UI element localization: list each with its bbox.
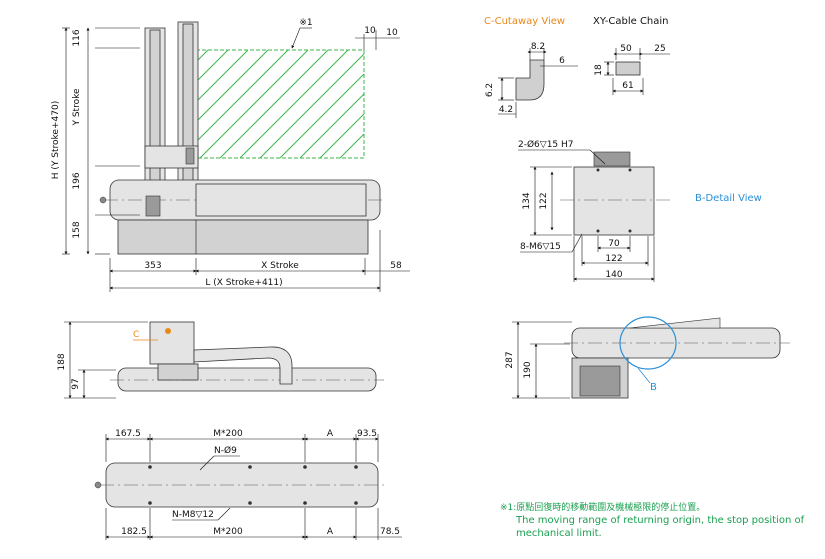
dim-287: 287 bbox=[505, 351, 515, 368]
dim-122-h: 122 bbox=[605, 254, 622, 264]
dim-196: 196 bbox=[72, 172, 82, 189]
dim-58: 58 bbox=[390, 261, 402, 271]
cutaway-profile bbox=[515, 59, 545, 101]
detail-marker: B bbox=[650, 382, 657, 393]
connector-icon bbox=[99, 196, 107, 204]
dim-134: 134 bbox=[522, 192, 532, 209]
detail-title: B-Detail View bbox=[695, 193, 762, 204]
dim-188: 188 bbox=[57, 353, 67, 370]
right-view: B 287 190 bbox=[505, 316, 790, 399]
footnote: ※1:原點回復時的移動範圍及機械極限的停止位置。 The moving rang… bbox=[500, 501, 805, 539]
dim-93-5: 93.5 bbox=[357, 429, 377, 439]
cutaway-point-icon bbox=[165, 328, 171, 334]
side-x-axis bbox=[117, 367, 377, 392]
dim-18: 18 bbox=[594, 64, 604, 76]
cable-chain-section bbox=[615, 61, 641, 76]
y-carriage bbox=[144, 145, 199, 169]
dim-a-top: A bbox=[327, 429, 334, 439]
x-axis-cover bbox=[195, 183, 367, 217]
dim-140: 140 bbox=[605, 270, 622, 280]
dim-78-5: 78.5 bbox=[380, 527, 400, 537]
cable-chain-title: XY-Cable Chain bbox=[593, 16, 669, 27]
dim-6: 6 bbox=[559, 56, 565, 66]
label-n-taps: N-M8▽12 bbox=[172, 510, 214, 520]
front-view: 116 Y Stroke 196 158 H (Y Stroke+470) 35… bbox=[51, 18, 410, 292]
bottom-view: 167.5 M*200 A 93.5 N-Ø9 N-M8▽12 182.5 M*… bbox=[94, 429, 402, 540]
cutaway-title: C-Cutaway View bbox=[484, 16, 565, 27]
cutaway-view: C-Cutaway View 8.2 6 6.2 4.2 bbox=[484, 16, 578, 118]
side-view: C 188 97 bbox=[57, 321, 384, 399]
label-holes-h7: 2-Ø6▽15 H7 bbox=[518, 139, 574, 150]
dim-182-5: 182.5 bbox=[121, 527, 147, 537]
dim-4-2: 4.2 bbox=[499, 105, 513, 115]
cutaway-marker: C bbox=[133, 330, 139, 340]
dim-x-stroke: X Stroke bbox=[261, 261, 299, 271]
side-y-head bbox=[149, 321, 195, 365]
detail-plate bbox=[573, 166, 655, 236]
side-cable-chain bbox=[193, 346, 293, 385]
right-motor bbox=[579, 365, 621, 397]
label-taps-m6: 8-M6▽15 bbox=[520, 242, 561, 252]
dim-167-5: 167.5 bbox=[115, 429, 141, 439]
footnote-line-2: The moving range of returning origin, th… bbox=[515, 515, 805, 526]
dim-10-a: 10 bbox=[364, 26, 376, 36]
dim-122-v: 122 bbox=[539, 192, 549, 209]
x-carriage bbox=[145, 195, 161, 217]
hatch-lines bbox=[195, 49, 365, 159]
label-n-holes: N-Ø9 bbox=[214, 445, 237, 456]
dim-l-total: L (X Stroke+411) bbox=[205, 278, 282, 288]
y-carriage-block bbox=[185, 147, 195, 165]
note-marker: ※1 bbox=[299, 18, 312, 28]
stroke-range-region bbox=[195, 49, 365, 159]
footnote-line-1: ※1:原點回復時的移動範圍及機械極限的停止位置。 bbox=[500, 501, 705, 513]
dim-6-2: 6.2 bbox=[485, 83, 495, 97]
dim-70: 70 bbox=[608, 239, 620, 249]
detail-view: 2-Ø6▽15 H7 8-M6▽15 134 122 70 122 140 B-… bbox=[518, 139, 762, 282]
dim-10-b: 10 bbox=[386, 28, 398, 38]
side-carriage bbox=[157, 363, 199, 381]
dim-158: 158 bbox=[72, 221, 82, 238]
x-axis-base bbox=[117, 219, 369, 255]
dim-a-bottom: A bbox=[327, 527, 334, 537]
dim-h-total: H (Y Stroke+470) bbox=[51, 101, 61, 179]
dim-8-2: 8.2 bbox=[531, 42, 545, 52]
dim-25: 25 bbox=[654, 44, 665, 54]
dim-m200-bottom: M*200 bbox=[213, 527, 243, 537]
dim-97: 97 bbox=[71, 378, 81, 389]
dim-m200-top: M*200 bbox=[213, 429, 243, 439]
dim-y-stroke: Y Stroke bbox=[72, 88, 82, 127]
dim-50: 50 bbox=[620, 44, 632, 54]
bottom-x-axis bbox=[105, 462, 379, 508]
dim-61: 61 bbox=[622, 81, 633, 91]
dim-190: 190 bbox=[523, 361, 533, 378]
dim-353: 353 bbox=[144, 261, 161, 271]
dim-116: 116 bbox=[72, 29, 82, 46]
detail-b-circle bbox=[619, 316, 677, 370]
cable-chain-view: XY-Cable Chain 50 25 18 61 bbox=[593, 16, 670, 95]
footnote-line-3: mechanical limit. bbox=[516, 528, 602, 539]
